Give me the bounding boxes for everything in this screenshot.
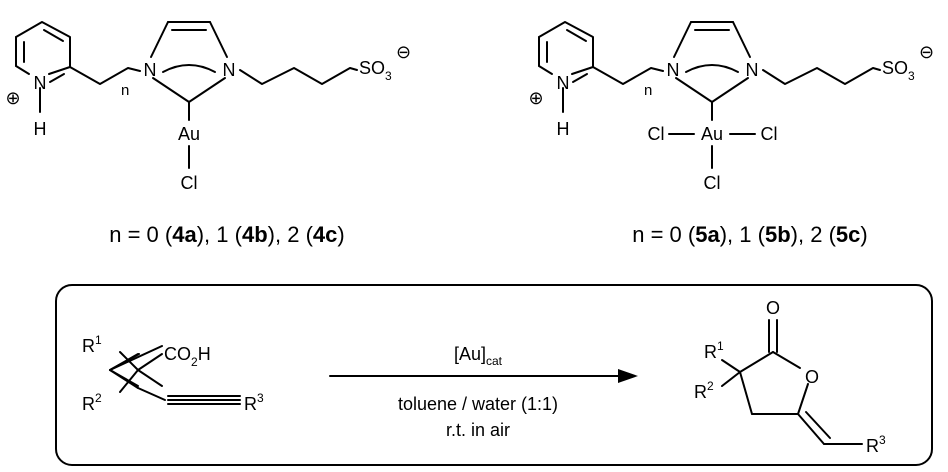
linker-n-label: n: [644, 82, 652, 99]
pyridinium-ring-4: [15, 21, 71, 113]
ring-oxygen-label: O: [805, 367, 819, 387]
imidazole-nitrogen-left: N: [144, 60, 157, 80]
pyridinium-nitrogen-label: N: [557, 73, 570, 93]
sulfonate-label: SO3: [359, 58, 392, 83]
compound-5-structure: N H ⊕ n N N SO3 ⊖ Au Cl Cl Cl: [528, 21, 934, 193]
substrate-bonds: [119, 351, 163, 393]
pyridinium-hydrogen-label: H: [557, 119, 570, 139]
substrate-r2-label: R2: [82, 391, 102, 414]
product-r1-label: R1: [704, 339, 724, 362]
catalyst-label: [Au]cat: [454, 344, 503, 368]
compound-4-caption: n = 0 (4a), 1 (4b), 2 (4c): [109, 222, 344, 247]
positive-charge-label: ⊕: [5, 88, 20, 108]
compound-5-caption: n = 0 (5a), 1 (5b), 2 (5c): [632, 222, 867, 247]
chloride-label: Cl: [181, 173, 198, 193]
compound-4-structure: N H ⊕ n N N SO3 ⊖ Au Cl: [5, 21, 411, 193]
solvent-label: toluene / water (1:1): [398, 394, 558, 414]
negative-charge-label: ⊖: [919, 42, 934, 62]
imidazole-nitrogen-left: N: [667, 60, 680, 80]
imidazole-nitrogen-right: N: [746, 60, 759, 80]
pyridinium-hydrogen-label: H: [34, 119, 47, 139]
positive-charge-label: ⊕: [528, 88, 543, 108]
propyl-chain-5: [762, 67, 881, 85]
carbonyl-oxygen-label: O: [766, 298, 780, 318]
sulfonate-label: SO3: [882, 58, 915, 83]
propyl-chain-4: [239, 67, 358, 85]
product-r2-label: R2: [694, 379, 714, 402]
pyridinium-ring-5: [538, 21, 594, 113]
chloride-bottom-label: Cl: [704, 173, 721, 193]
chloride-left-label: Cl: [648, 124, 665, 144]
gold-label: Au: [178, 124, 200, 144]
pyridinium-nitrogen-label: N: [34, 73, 47, 93]
methylene-linker-5: [592, 66, 664, 85]
substrate-r1-label: R1: [82, 333, 102, 356]
imidazole-nitrogen-right: N: [223, 60, 236, 80]
substrate-r3-label: R3: [244, 391, 264, 414]
linker-n-label: n: [121, 82, 129, 99]
product-lactone: [721, 319, 863, 445]
conditions-label: r.t. in air: [446, 420, 510, 440]
reaction-arrow-head: [618, 369, 638, 383]
carboxylic-acid-label: CO2H: [164, 344, 211, 369]
imidazolylidene-ring-5: [673, 21, 751, 103]
chloride-right-label: Cl: [761, 124, 778, 144]
substrate-structure: [109, 345, 241, 405]
negative-charge-label: ⊖: [396, 42, 411, 62]
methylene-linker-4: [69, 66, 141, 85]
product-r3-label: R3: [866, 433, 886, 456]
gold-label: Au: [701, 124, 723, 144]
imidazolylidene-ring-4: [150, 21, 228, 103]
reaction-box: [55, 284, 933, 466]
